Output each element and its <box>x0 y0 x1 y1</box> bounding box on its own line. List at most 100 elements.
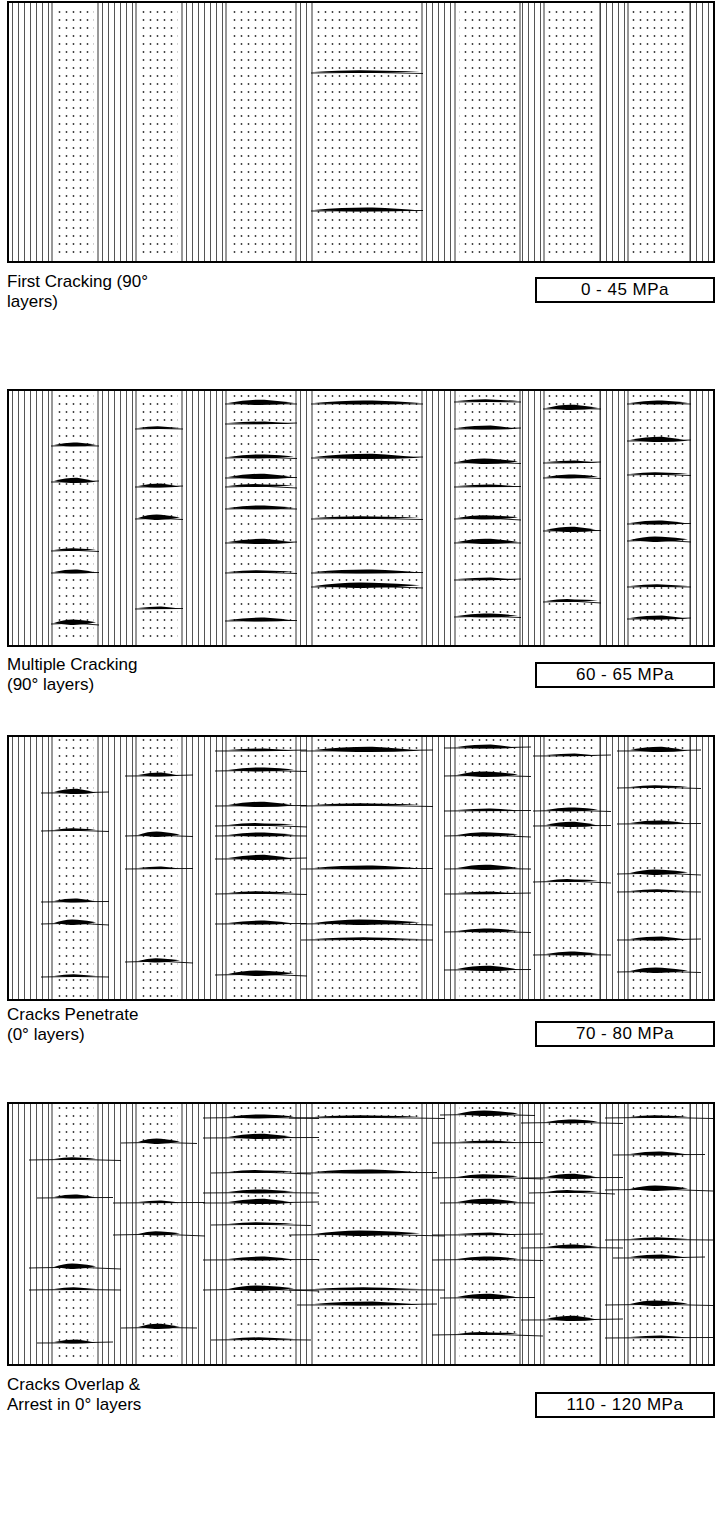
crack-line <box>454 462 521 463</box>
crack-line <box>51 550 99 551</box>
fibre-dots <box>548 393 596 643</box>
layer-boundary <box>296 2 297 262</box>
crack-line <box>51 572 99 574</box>
ninety-degree-layer <box>312 736 422 1000</box>
layer-boundary <box>52 1103 53 1365</box>
layer-boundary <box>455 390 456 646</box>
layer-boundary <box>628 736 629 1000</box>
crack <box>630 1185 688 1191</box>
ninety-degree-layer <box>544 736 600 1000</box>
crack-line <box>125 868 193 870</box>
crack-line <box>215 750 307 751</box>
crack-line <box>289 1289 445 1291</box>
layer-boundary <box>98 1103 99 1365</box>
fibre-dots <box>230 5 292 259</box>
ninety-degree-layer <box>52 390 98 646</box>
crack-line <box>543 462 601 463</box>
crack-line <box>41 830 109 831</box>
ninety-degree-layer <box>226 2 296 262</box>
crack-line <box>613 1257 705 1258</box>
crack-line <box>29 1289 121 1291</box>
crack <box>228 400 294 405</box>
crack-line <box>215 770 307 771</box>
fibre-dots <box>459 5 516 259</box>
ninety-degree-layer <box>455 2 520 262</box>
layer-boundary <box>422 1103 423 1365</box>
layer-boundary <box>226 736 227 1000</box>
crack-line <box>225 508 297 510</box>
crack-line <box>113 1234 205 1236</box>
crack-line <box>37 1197 113 1199</box>
fibre-dots <box>230 739 292 997</box>
ninety-degree-layer <box>312 390 422 646</box>
crack-line <box>41 923 109 925</box>
crack-line <box>121 1142 197 1143</box>
crack-line <box>617 939 701 940</box>
crack-line <box>605 1189 713 1191</box>
crack-line <box>301 750 433 751</box>
crack-line <box>215 893 307 894</box>
crack <box>54 1263 96 1269</box>
layer-boundary <box>182 2 183 262</box>
layer-boundary <box>226 2 227 262</box>
crack-line <box>521 1247 623 1249</box>
fibre-dots <box>632 739 686 997</box>
crack-line <box>121 1327 197 1329</box>
ninety-degree-layer <box>628 2 690 262</box>
panel-border <box>8 390 714 646</box>
crack-line <box>444 931 531 932</box>
crack-line <box>289 1117 445 1118</box>
crack-line <box>444 868 531 870</box>
crack-line <box>533 810 611 811</box>
crack-line <box>225 486 297 488</box>
stress-range-box: 70 - 80 MPa <box>535 1021 715 1047</box>
layer-boundary <box>690 736 691 1000</box>
fibre-dots <box>56 393 94 643</box>
crack-line <box>617 750 701 751</box>
layer-boundary <box>544 736 545 1000</box>
stress-range-box: 110 - 120 MPa <box>535 1392 715 1418</box>
layer-boundary <box>600 736 601 1000</box>
fibre-dots <box>632 5 686 259</box>
crack-line <box>135 486 183 487</box>
ninety-degree-layer <box>52 2 98 262</box>
stress-range-box: 0 - 45 MPa <box>535 277 715 303</box>
layer-boundary <box>544 1103 545 1365</box>
fibre-dots <box>140 5 178 259</box>
crack-line <box>440 1297 535 1299</box>
ninety-degree-layer <box>226 736 296 1000</box>
crack-line <box>125 775 193 776</box>
crack <box>138 832 180 837</box>
crack-line <box>29 1159 121 1160</box>
crack-line <box>311 72 423 73</box>
ninety-degree-layer <box>226 1103 296 1365</box>
ninety-degree-layer <box>628 390 690 646</box>
layer-boundary <box>98 390 99 646</box>
crack-line <box>135 608 183 610</box>
crack-line <box>444 969 531 971</box>
layer-boundary <box>182 1103 183 1365</box>
crack-line <box>454 518 521 520</box>
crack-line <box>289 1234 445 1236</box>
laminate-panel <box>7 2 715 262</box>
layer-boundary <box>296 390 297 646</box>
crack-line <box>51 445 99 447</box>
crack-line <box>215 805 307 807</box>
crack-line <box>605 1337 713 1339</box>
crack-line <box>215 835 307 837</box>
crack <box>138 1324 180 1329</box>
fibre-dots <box>230 1106 292 1362</box>
ninety-degree-layer <box>455 390 520 646</box>
crack-line <box>627 586 691 588</box>
crack-line <box>444 893 531 894</box>
stage-caption: Multiple Cracking (90° layers) <box>7 655 155 695</box>
crack-line <box>432 1334 543 1336</box>
ninety-degree-layer <box>544 1103 600 1365</box>
crack-line <box>627 523 691 525</box>
crack-line <box>125 835 193 836</box>
layer-boundary <box>455 2 456 262</box>
crack-line <box>113 1202 205 1204</box>
crack-line <box>135 428 183 430</box>
crack <box>228 970 294 976</box>
crack <box>457 1111 518 1116</box>
